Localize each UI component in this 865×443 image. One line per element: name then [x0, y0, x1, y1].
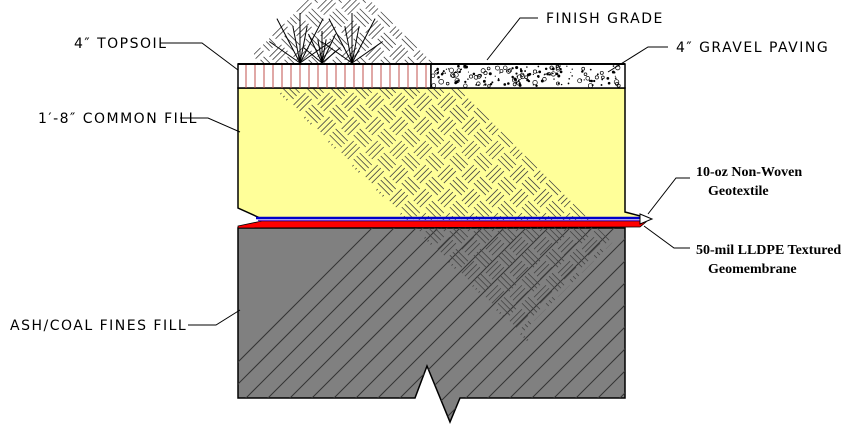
gravel-paving-label: 4″ GRAVEL PAVING [676, 40, 829, 56]
geotextile-label-line1: 10-oz Non-Woven [696, 165, 802, 180]
gravel-paving-layer [430, 63, 626, 89]
geotextile-label-line2: Geotextile [708, 184, 769, 199]
common-fill-label: 1′-8″ COMMON FILL [38, 111, 198, 127]
geomembrane-label-line2: Geomembrane [708, 262, 797, 277]
topsoil-label: 4″ TOPSOIL [74, 36, 167, 52]
ash-fill-label: ASH/COAL FINES FILL [10, 318, 187, 334]
liner-system [237, 213, 654, 229]
topsoil-layer [237, 63, 432, 89]
finish-grade-label: FINISH GRADE [546, 11, 664, 27]
geomembrane-layer [237, 220, 647, 229]
geomembrane-label-line1: 50-mil LLDPE Textured [696, 243, 841, 258]
leader-lines [160, 17, 690, 326]
grass-symbol [268, 13, 384, 64]
